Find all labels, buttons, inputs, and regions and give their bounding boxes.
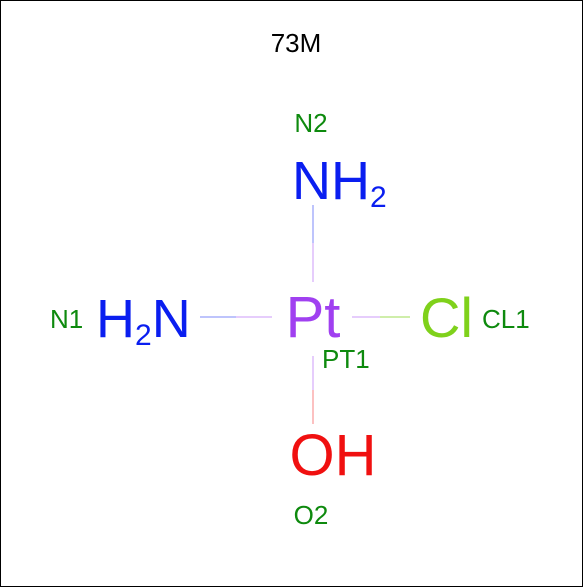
- atom-o: OH: [290, 423, 377, 488]
- atom-cl: Cl: [420, 286, 473, 349]
- atom-label-cl1: CL1: [482, 304, 530, 334]
- atom-pt: Pt: [286, 285, 341, 350]
- atom-label-n1: N1: [50, 304, 83, 334]
- atom-n2: NH2: [292, 151, 387, 214]
- atom-label-pt1: PT1: [322, 344, 370, 374]
- atom-label-n2: N2: [294, 108, 327, 138]
- atom-n1: H2N: [96, 289, 191, 352]
- atom-label-o2: O2: [294, 500, 329, 530]
- structure-title: 73M: [271, 28, 322, 58]
